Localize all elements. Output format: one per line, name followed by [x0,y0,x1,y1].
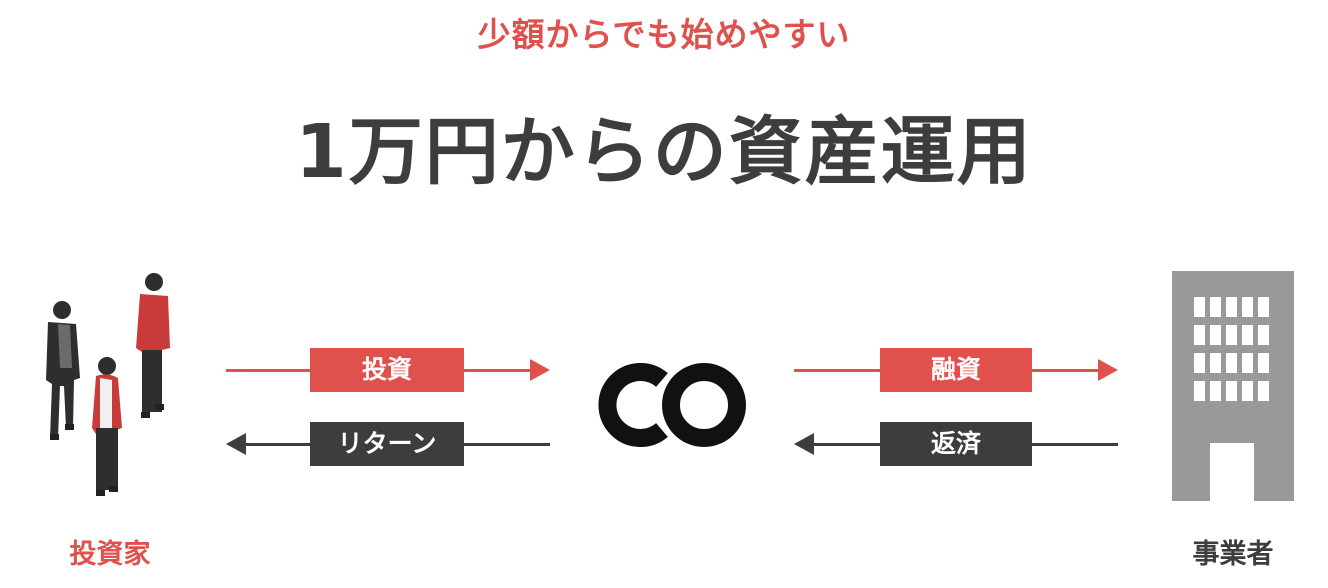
building-window [1226,325,1237,345]
building-window [1194,297,1205,317]
business-label: 事業者 [1192,539,1274,570]
building-window [1258,297,1269,317]
investor-woman-icon [92,357,122,496]
repay-arrowhead-icon [794,433,814,455]
infinity-logo-icon [598,363,746,447]
building-window [1194,353,1205,373]
finance-tag: 融資 [880,348,1032,392]
building-window [1242,297,1253,317]
investor-man-dark-icon [46,301,80,440]
investor-man-red-icon [136,273,170,418]
building-window [1242,325,1253,345]
building-window [1210,353,1221,373]
subtitle: 少額からでも始めやすい [477,15,851,54]
finance-arrowhead-icon [1098,359,1118,381]
repay-tag: 返済 [880,422,1032,466]
building-window [1242,381,1253,401]
building-window [1242,353,1253,373]
building-window [1226,381,1237,401]
building-window [1258,381,1269,401]
building-window [1258,325,1269,345]
building-icon [1172,271,1294,501]
people-icon [46,273,170,496]
building-window [1194,381,1205,401]
invest-arrowhead-icon [530,359,550,381]
building-window [1210,381,1221,401]
building-window [1258,353,1269,373]
invest-tag: 投資 [310,348,464,392]
building-window [1210,325,1221,345]
investor-label: 投資家 [69,539,151,570]
building-window [1226,297,1237,317]
page-title: 1万円からの資産運用 [295,109,1033,195]
return-tag: リターン [310,422,464,466]
building-window [1194,325,1205,345]
building-window [1226,353,1237,373]
return-arrowhead-icon [226,433,246,455]
building-window [1210,297,1221,317]
